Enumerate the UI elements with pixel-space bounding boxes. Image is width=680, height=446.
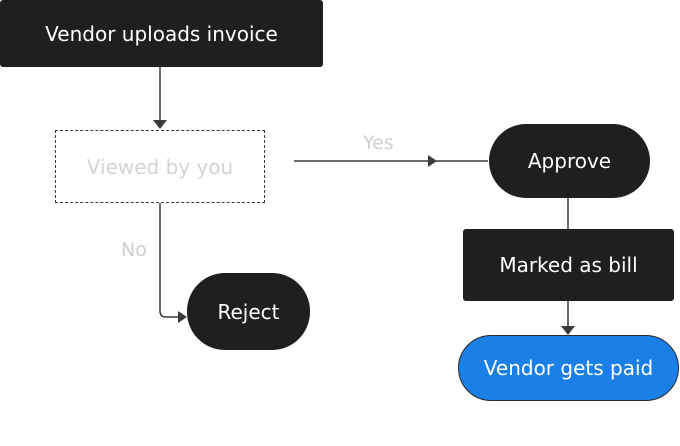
vendor-gets-paid-node: Vendor gets paid [458,335,679,401]
arrowhead-paid [561,326,575,335]
marked-as-bill-node: Marked as bill [463,229,674,301]
arrowhead-approve [428,155,437,167]
viewed-by-you-label: Viewed by you [86,154,234,179]
arrowhead-reject [178,311,187,323]
vendor-gets-paid-label: Vendor gets paid [483,356,654,380]
viewed-by-you-node: Viewed by you [55,130,265,203]
vendor-uploads-invoice-node: Vendor uploads invoice [0,0,323,67]
edge-label-no: No [121,239,147,261]
connector-viewed-to-reject [159,203,178,318]
approve-label: Approve [527,149,612,173]
marked-as-bill-label: Marked as bill [499,253,638,277]
edge-label-yes: Yes [363,132,394,154]
reject-label: Reject [217,299,280,324]
vendor-uploads-invoice-label: Vendor uploads invoice [45,21,278,46]
arrowhead-viewed [153,120,167,129]
approve-node: Approve [489,124,650,198]
reject-node: Reject [187,273,310,350]
